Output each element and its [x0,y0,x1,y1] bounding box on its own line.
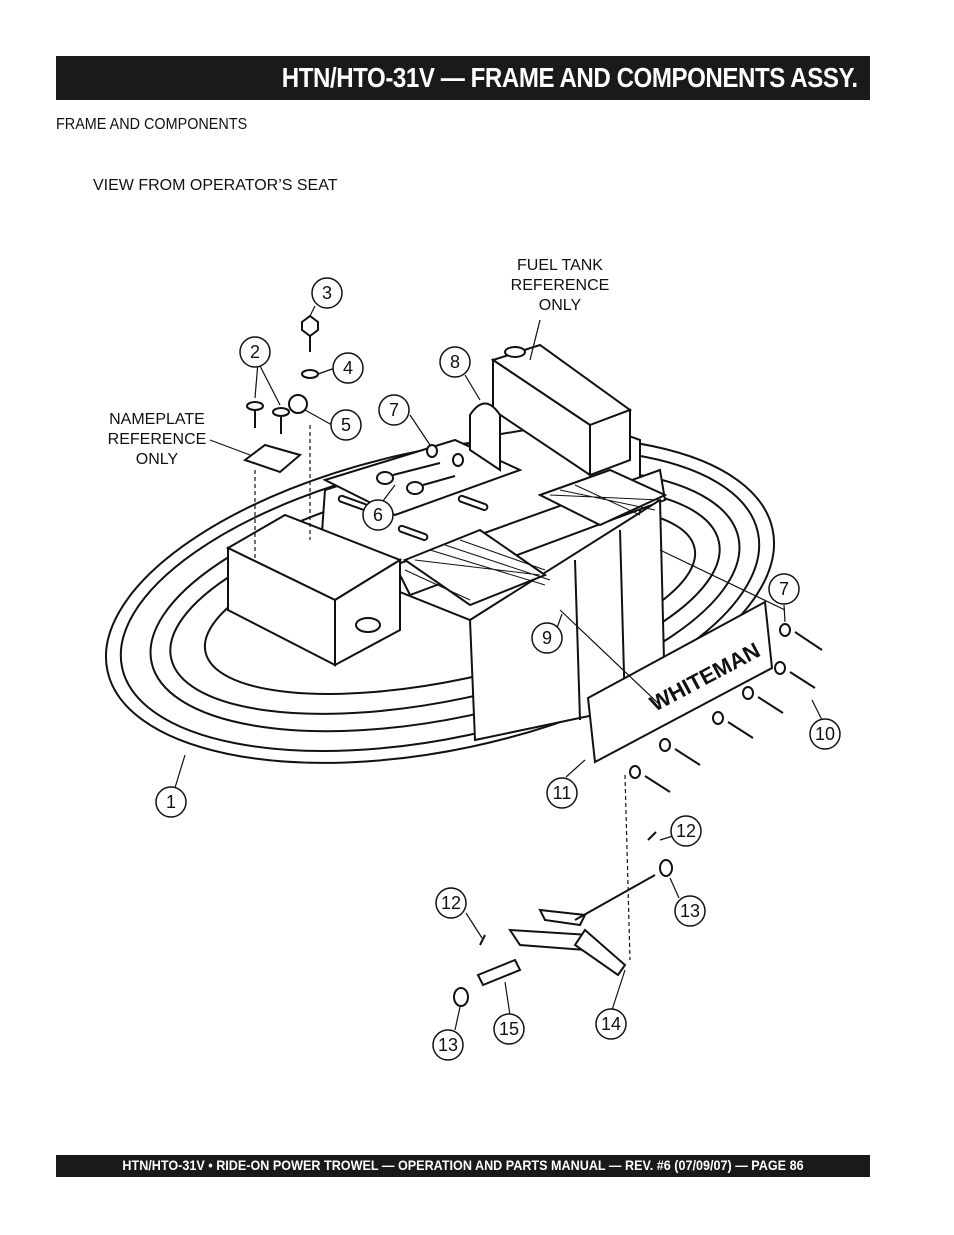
callout-7-right: 7 [768,573,800,605]
svg-text:11: 11 [553,783,572,803]
floor-grating [402,468,668,607]
callout-2: 2 [239,336,271,368]
svg-text:7: 7 [389,400,399,420]
svg-text:13: 13 [680,901,700,921]
hardware-parts [242,314,823,793]
whiteman-plate [586,600,774,764]
svg-text:REFERENCE: REFERENCE [511,277,610,294]
leader-lines [173,305,823,1031]
svg-text:14: 14 [601,1014,621,1034]
svg-text:12: 12 [441,893,461,913]
svg-text:NAMEPLATE: NAMEPLATE [109,411,205,428]
callout-12-left: 12 [435,887,467,919]
page-title-bar: HTN/HTO-31V — FRAME AND COMPONENTS ASSY. [56,56,870,100]
svg-text:ONLY: ONLY [539,297,582,314]
svg-text:FUEL TANK: FUEL TANK [517,257,603,274]
callout-14: 14 [595,1008,627,1040]
callout-6: 6 [362,499,394,531]
nameplate-reference-label: NAMEPLATE REFERENCE ONLY [108,411,207,468]
callout-11: 11 [546,777,578,809]
svg-text:13: 13 [438,1035,458,1055]
callouts: 1 2 3 4 5 6 7 7 8 9 10 11 12 12 13 13 14… [155,277,841,1061]
callout-13-left: 13 [432,1029,464,1061]
svg-text:REFERENCE: REFERENCE [108,431,207,448]
callout-8: 8 [439,346,471,378]
callout-7-top: 7 [378,394,410,426]
fuel-tank-reference-label: FUEL TANK REFERENCE ONLY [511,257,610,314]
callout-9: 9 [531,622,563,654]
callout-10: 10 [809,718,841,750]
svg-text:4: 4 [343,358,353,378]
callout-12-right: 12 [670,815,702,847]
section-title: FRAME AND COMPONENTS [56,116,248,133]
view-label: VIEW FROM OPERATOR’S SEAT [93,177,338,194]
platform-block [225,513,403,667]
svg-text:9: 9 [542,628,552,648]
svg-text:ONLY: ONLY [136,451,179,468]
svg-text:3: 3 [322,283,332,303]
pedal-assembly [453,831,673,1007]
page-title: HTN/HTO-31V — FRAME AND COMPONENTS ASSY. [282,62,858,93]
callout-13-right: 13 [674,895,706,927]
callout-3: 3 [311,277,343,309]
svg-text:8: 8 [450,352,460,372]
svg-text:12: 12 [676,821,696,841]
footer-text: HTN/HTO-31V • RIDE-ON POWER TROWEL — OPE… [122,1157,804,1173]
callout-5: 5 [330,409,362,441]
svg-text:2: 2 [250,342,260,362]
svg-text:5: 5 [341,415,351,435]
fuel-tank [490,343,633,477]
svg-text:6: 6 [373,505,383,525]
svg-text:7: 7 [779,579,789,599]
callout-1: 1 [155,786,187,818]
svg-text:10: 10 [815,724,835,744]
svg-text:15: 15 [499,1019,519,1039]
callout-4: 4 [332,352,364,384]
svg-text:1: 1 [166,792,176,812]
page-footer: HTN/HTO-31V • RIDE-ON POWER TROWEL — OPE… [56,1155,870,1177]
callout-15: 15 [493,1013,525,1045]
